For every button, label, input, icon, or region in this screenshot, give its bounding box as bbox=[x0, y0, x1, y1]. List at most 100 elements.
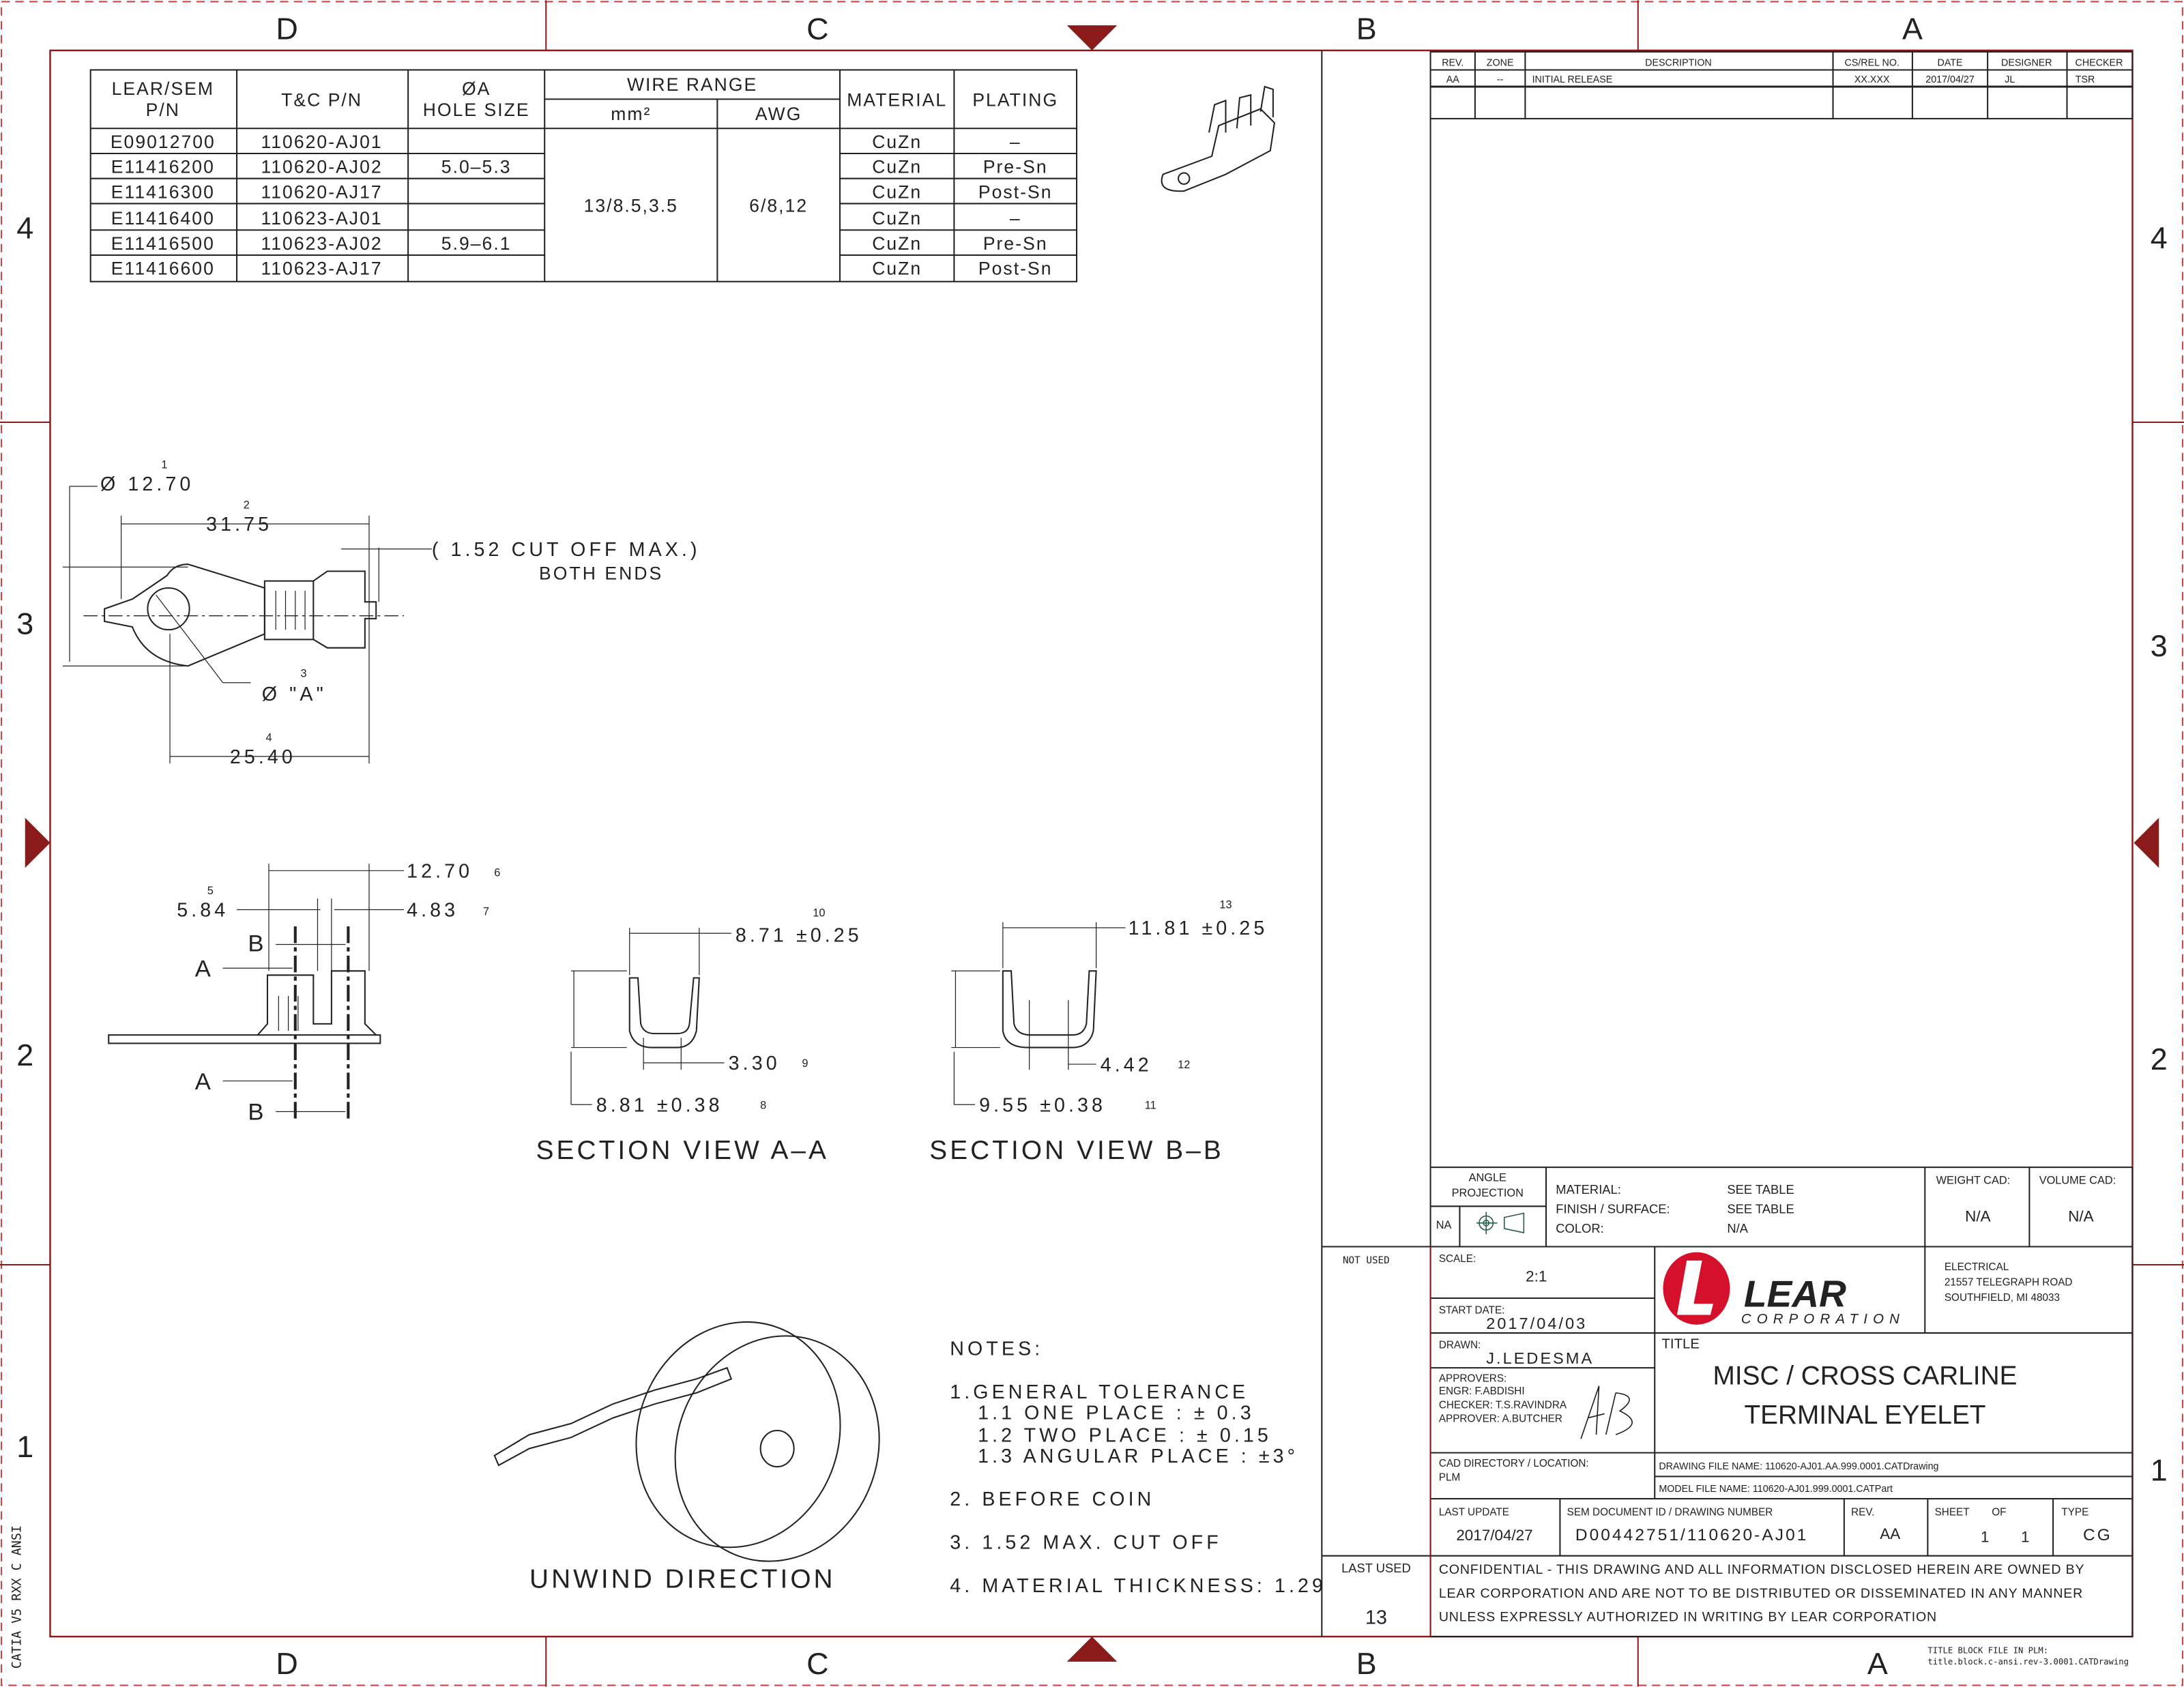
cell-plating: Pre-Sn bbox=[983, 157, 1048, 177]
centering-triangles bbox=[25, 25, 2159, 1662]
lear-logo: LEAR CORPORATION bbox=[1663, 1252, 1905, 1327]
cell-material: CuZn bbox=[872, 208, 922, 229]
weight-label: WEIGHT CAD: bbox=[1936, 1175, 2011, 1187]
docid-value: D00442751/110620-AJ01 bbox=[1575, 1526, 1809, 1544]
note-4: 4. MATERIAL THICKNESS: 1.29 bbox=[950, 1575, 1326, 1597]
dim-overall-length: 31.75 bbox=[206, 514, 272, 536]
material-label: MATERIAL: bbox=[1556, 1182, 1621, 1197]
logo-text: LEAR bbox=[1744, 1272, 1846, 1315]
sheet-value: 1 bbox=[1981, 1528, 1989, 1545]
dim-eyelet-diameter: Ø 12.70 bbox=[100, 473, 194, 495]
cell-lear-pn: E11416300 bbox=[111, 181, 215, 202]
cell-lear-pn: E11416500 bbox=[111, 233, 215, 254]
logo-subtext: CORPORATION bbox=[1741, 1312, 1905, 1327]
top-center-mark bbox=[1066, 25, 1118, 50]
cell-tc-pn: 110620-AJ01 bbox=[261, 132, 382, 152]
approver-approver: APPROVER: A.BUTCHER bbox=[1439, 1413, 1562, 1425]
confidential-line-1: CONFIDENTIAL - THIS DRAWING AND ALL INFO… bbox=[1439, 1562, 2085, 1577]
rev-header-description: DESCRIPTION bbox=[1645, 57, 1712, 68]
section-label-a-bottom: A bbox=[195, 1069, 212, 1095]
wire-barrel bbox=[263, 580, 315, 641]
dim-9-55: 9.55 ±0.38 bbox=[979, 1094, 1106, 1116]
insulation-barrel bbox=[312, 570, 377, 649]
side-view: 12.70 6 5.84 5 4.83 7 B A A B bbox=[108, 861, 500, 1126]
zone-row-4: 4 bbox=[16, 210, 33, 245]
scale-value: 2:1 bbox=[1526, 1268, 1547, 1285]
address-line-1: 21557 TELEGRAPH ROAD bbox=[1945, 1277, 2073, 1289]
balloon-2: 2 bbox=[244, 499, 250, 512]
approvers-label: APPROVERS: bbox=[1439, 1373, 1506, 1385]
cell-lear-pn: E11416600 bbox=[111, 259, 215, 279]
cell-material: CuZn bbox=[872, 181, 922, 202]
cell-wire-awg: 6/8,12 bbox=[749, 196, 808, 216]
cell-material: CuZn bbox=[872, 157, 922, 177]
zone-col-c-bottom: C bbox=[806, 1646, 828, 1681]
dim-4-83: 4.83 bbox=[407, 900, 458, 922]
table-row: E11416300 110620-AJ17 CuZn Post-Sn bbox=[111, 181, 1053, 202]
rev-value: AA bbox=[1446, 74, 1460, 85]
cell-plating: Post-Sn bbox=[978, 181, 1053, 202]
balloon-9: 9 bbox=[802, 1057, 808, 1070]
dim-8-81: 8.81 ±0.38 bbox=[596, 1094, 723, 1116]
header-material: MATERIAL bbox=[847, 90, 947, 111]
section-label-b-top: B bbox=[248, 931, 263, 957]
terminal-strip bbox=[493, 1366, 733, 1467]
zone-row-4-right: 4 bbox=[2151, 220, 2168, 255]
balloon-7: 7 bbox=[483, 906, 489, 918]
dim-cutoff-note: BOTH ENDS bbox=[539, 563, 663, 584]
last-update-value: 2017/04/27 bbox=[1456, 1527, 1532, 1544]
dim-barrel-length: 12.70 bbox=[407, 861, 473, 883]
note-3: 3. 1.52 MAX. CUT OFF bbox=[950, 1531, 1222, 1553]
confidential-line-3: UNLESS EXPRESSLY AUTHORIZED IN WRITING B… bbox=[1439, 1610, 1937, 1625]
section-bb-title: SECTION VIEW B–B bbox=[929, 1136, 1224, 1165]
terminal-base bbox=[108, 1034, 381, 1044]
balloon-3: 3 bbox=[300, 668, 306, 680]
drawn-label: DRAWN: bbox=[1439, 1340, 1481, 1351]
rev-value-tb: AA bbox=[1880, 1525, 1900, 1542]
approver-checker: CHECKER: T.S.RAVINDRA bbox=[1439, 1399, 1567, 1411]
drawing-file-name: DRAWING FILE NAME: 110620-AJ01.AA.999.00… bbox=[1659, 1461, 1938, 1472]
cell-tc-pn: 110623-AJ02 bbox=[261, 233, 382, 254]
finish-value: SEE TABLE bbox=[1727, 1202, 1794, 1216]
isometric-terminal-view bbox=[1161, 85, 1276, 192]
header-lear-pn-2: P/N bbox=[146, 100, 180, 120]
note-1-2: 1.2 TWO PLACE : ± 0.15 bbox=[978, 1424, 1272, 1446]
address-line-2: SOUTHFIELD, MI 48033 bbox=[1945, 1292, 2060, 1304]
header-hole: ØA bbox=[462, 78, 491, 99]
cell-plating: – bbox=[1010, 132, 1021, 152]
cell-tc-pn: 110623-AJ01 bbox=[261, 208, 382, 229]
approver-signature bbox=[1580, 1385, 1633, 1439]
cell-lear-pn: E11416400 bbox=[111, 208, 215, 229]
zone-row-3-right: 3 bbox=[2151, 628, 2168, 663]
note-1-3: 1.3 ANGULAR PLACE : ±3° bbox=[978, 1446, 1298, 1467]
right-center-mark bbox=[2134, 817, 2159, 868]
section-view-aa: 8.71 ±0.25 10 8.81 ±0.38 8 3.30 9 SECTIO… bbox=[536, 907, 859, 1165]
note-2: 2. BEFORE COIN bbox=[950, 1488, 1154, 1510]
title-block-file-name: title.block.c-ansi.rev-3.0001.CATDrawing bbox=[1927, 1657, 2129, 1667]
balloon-10: 10 bbox=[813, 907, 825, 920]
angle-projection-na: NA bbox=[1436, 1219, 1452, 1231]
dim-11-81: 11.81 ±0.25 bbox=[1129, 918, 1268, 939]
revision-block: REV. ZONE DESCRIPTION CS/REL NO. DATE DE… bbox=[1429, 50, 2134, 1168]
docid-label: SEM DOCUMENT ID / DRAWING NUMBER bbox=[1567, 1507, 1773, 1519]
start-date-value: 2017/04/03 bbox=[1486, 1315, 1587, 1332]
cell-wire-mm2: 13/8.5,3.5 bbox=[584, 196, 678, 216]
rev-description: INITIAL RELEASE bbox=[1532, 74, 1613, 85]
dim-3-30: 3.30 bbox=[729, 1053, 781, 1074]
header-mm2: mm² bbox=[611, 104, 651, 124]
balloon-13: 13 bbox=[1219, 898, 1232, 911]
table-row: E11416600 110623-AJ17 CuZn Post-Sn bbox=[111, 259, 1053, 279]
cell-plating: Post-Sn bbox=[978, 259, 1053, 279]
rev-checker: TSR bbox=[2076, 74, 2095, 85]
bottom-center-mark bbox=[1066, 1637, 1118, 1662]
volume-value: N/A bbox=[2068, 1208, 2093, 1225]
cell-material: CuZn bbox=[872, 259, 922, 279]
zone-col-c: C bbox=[806, 12, 828, 46]
of-label: OF bbox=[1992, 1507, 2006, 1519]
dim-4-42: 4.42 bbox=[1101, 1054, 1152, 1076]
zone-col-d: D bbox=[276, 12, 297, 46]
section-label-a-top: A bbox=[195, 956, 212, 982]
cell-plating: Pre-Sn bbox=[983, 233, 1048, 254]
rev-header-date: DATE bbox=[1938, 57, 1963, 68]
